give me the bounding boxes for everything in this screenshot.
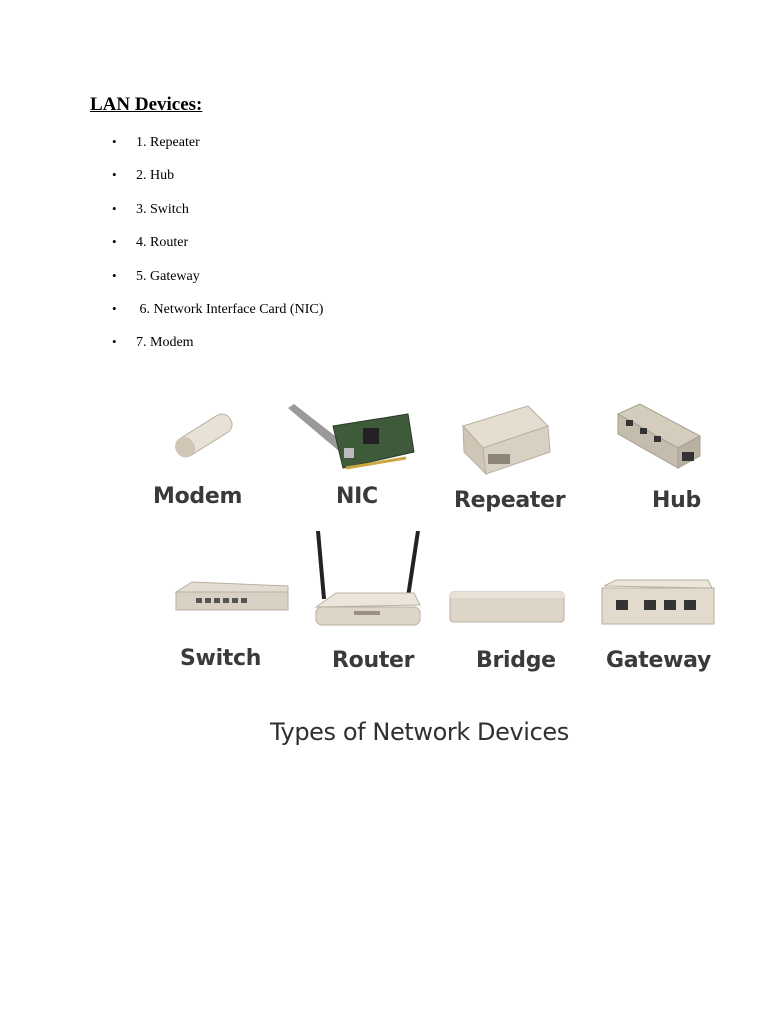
device-label-repeater: Repeater [454,488,566,513]
list-item-text: 2. Hub [136,168,175,184]
list-item-text: 7. Modem [136,335,194,351]
list-item-text: 5. Gateway [136,268,200,284]
device-repeater: Repeater [448,396,568,521]
list-item-text: 3. Switch [136,201,189,217]
device-label-nic: NIC [336,484,378,509]
lan-device-list: • 1. Repeater • 2. Hub • 3. Switch • 4. Rout… [112,133,323,367]
bullet: • [112,234,117,250]
device-label-modem: Modem [153,484,243,509]
bullet: • [112,334,117,350]
device-switch: Switch [172,536,292,676]
bullet: • [112,267,117,283]
device-router: Router [314,531,424,676]
device-label-router: Router [332,648,415,673]
switch-image [174,581,289,611]
device-gateway: Gateway [598,536,716,676]
repeater-image [462,405,551,476]
modem-image [175,413,233,458]
bullet: • [112,200,117,216]
bridge-image [449,591,565,623]
gateway-image [601,579,715,625]
device-bridge: Bridge [448,536,566,676]
list-item: • 2. Hub [112,166,323,199]
hub-image [616,403,702,469]
device-label-hub: Hub [652,488,701,513]
page-heading: LAN Devices: [90,94,203,115]
network-devices-figure: Modem NIC Repeater [148,396,718,762]
bullet: • [112,134,117,149]
list-item-text: 1. Repeater [136,135,200,150]
device-hub: Hub [610,396,710,521]
device-nic: NIC [288,396,418,516]
list-item: • 7. Modem [112,333,323,366]
list-item-text: 4. Router [136,235,189,251]
list-item: • 5. Gateway [112,267,323,300]
bullet: • [112,300,117,316]
list-item-text: 6. Network Interface Card (NIC) [136,301,324,317]
list-item: • 6. Network Interface Card (NIC) [112,300,323,333]
list-item: • 4. Router [112,233,323,266]
bullet: • [112,167,117,183]
nic-image [288,404,415,470]
list-item: • 3. Switch [112,200,323,233]
device-label-bridge: Bridge [476,648,556,673]
router-image [314,531,421,626]
device-label-switch: Switch [180,646,262,671]
device-label-gateway: Gateway [606,648,712,673]
list-item: • 1. Repeater [112,133,323,166]
device-modem: Modem [148,396,258,516]
figure-caption: Types of Network Devices [270,718,569,746]
